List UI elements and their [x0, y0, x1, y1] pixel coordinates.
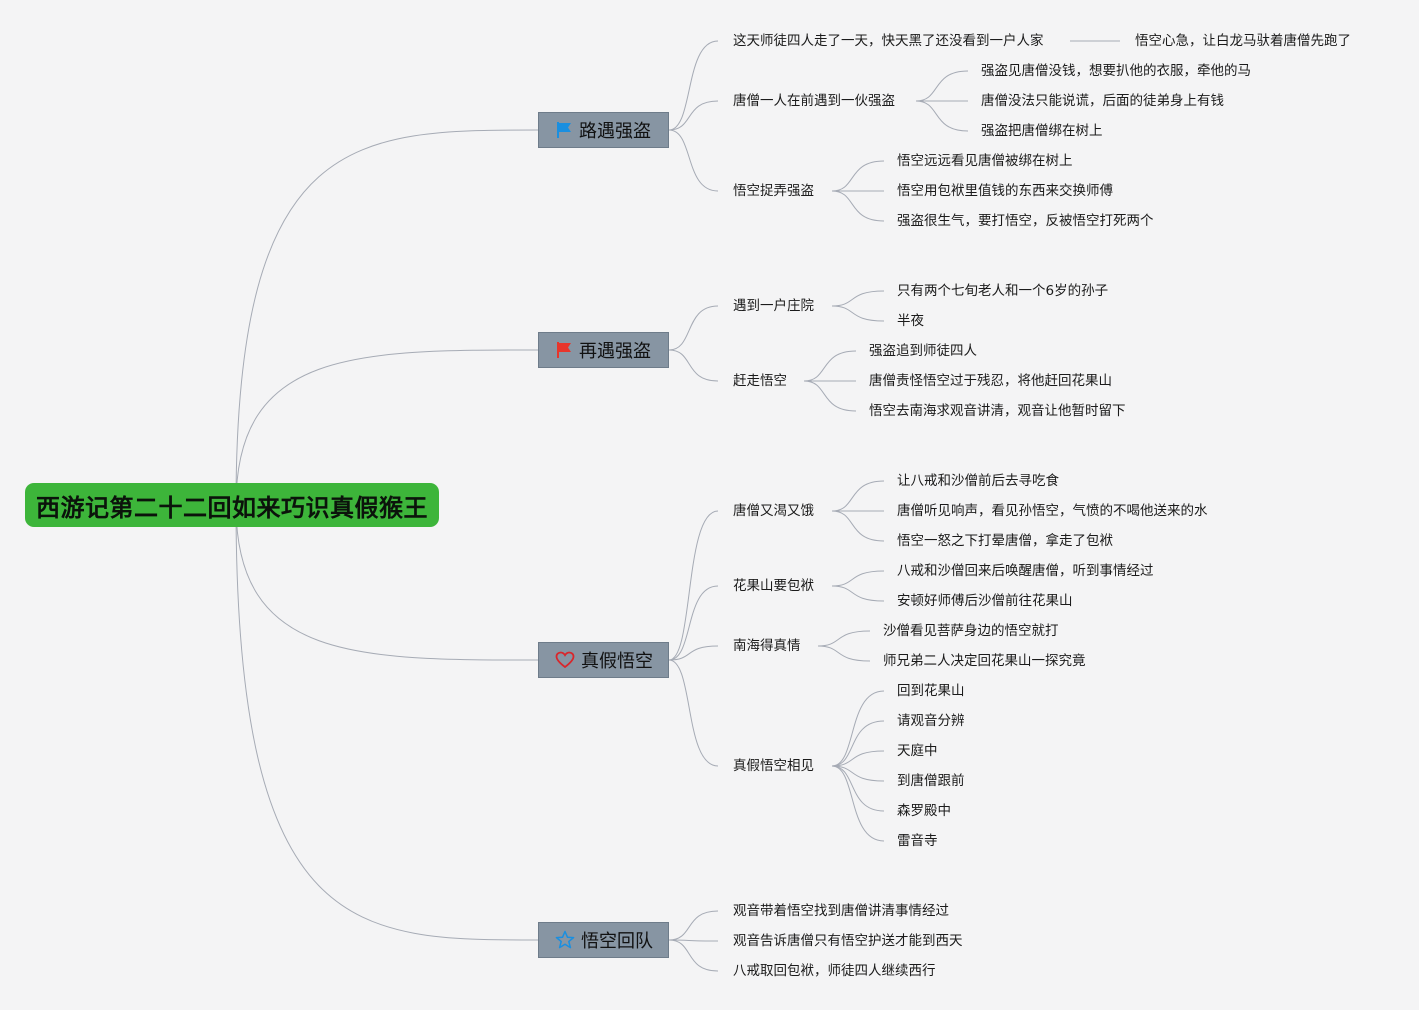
branch-link: [668, 305, 719, 351]
leaf-topic[interactable]: 唐僧听见响声，看见孙悟空，气愤的不喝他送来的水: [897, 503, 1208, 519]
branch-topic-robbers-again[interactable]: 再遇强盗: [538, 332, 669, 368]
branch-link: [831, 160, 885, 192]
leaf-topic[interactable]: 悟空远远看见唐僧被绑在树上: [897, 153, 1073, 169]
branch-link: [831, 570, 885, 587]
root-title: 西游记第二十二回如来巧识真假猴王: [36, 493, 428, 522]
leaf-topic[interactable]: 悟空心急，让白龙马驮着唐僧先跑了: [1135, 33, 1351, 49]
branch-topic-true-false-wukong[interactable]: 真假悟空: [538, 642, 669, 678]
branch-link: [668, 349, 719, 382]
root-link: [235, 504, 539, 941]
branch-link: [803, 350, 857, 382]
leaf-topic[interactable]: 悟空去南海求观音讲清，观音让他暂时留下: [869, 403, 1126, 419]
branch-link: [668, 510, 719, 661]
branch-link: [668, 40, 719, 131]
branch-link: [831, 190, 885, 222]
leaf-topic[interactable]: 唐僧没法只能说谎，后面的徒弟身上有钱: [981, 93, 1224, 109]
branch-link: [831, 750, 885, 767]
branch-link: [831, 765, 885, 812]
branch-link: [668, 645, 719, 661]
subtopic[interactable]: 唐僧一人在前遇到一伙强盗: [733, 93, 895, 109]
leaf-topic[interactable]: 森罗殿中: [897, 803, 951, 819]
root-link: [235, 129, 539, 506]
leaf-topic[interactable]: 强盗见唐僧没钱，想要扒他的衣服，牵他的马: [981, 63, 1251, 79]
branch-link: [668, 100, 719, 131]
red-flag-icon: [557, 342, 571, 358]
leaf-topic[interactable]: 强盗很生气，要打悟空，反被悟空打死两个: [897, 213, 1154, 229]
root-topic[interactable]: 西游记第二十二回如来巧识真假猴王: [25, 483, 439, 527]
root-link: [235, 349, 539, 506]
leaf-topic[interactable]: 强盗把唐僧绑在树上: [981, 123, 1103, 139]
subtopic[interactable]: 真假悟空相见: [733, 758, 814, 774]
branch-topic-wukong-returns[interactable]: 悟空回队: [538, 922, 669, 958]
subtopic[interactable]: 遇到一户庄院: [733, 298, 814, 314]
root-link: [235, 504, 539, 661]
blue-flag-icon: [557, 122, 571, 138]
leaf-topic[interactable]: 雷音寺: [897, 833, 938, 849]
branch-label: 真假悟空: [581, 651, 653, 672]
branch-link: [817, 630, 871, 647]
leaf-topic[interactable]: 强盗追到师徒四人: [869, 343, 977, 359]
leaf-topic[interactable]: 回到花果山: [897, 683, 965, 699]
branch-label: 再遇强盗: [579, 341, 651, 362]
branch-link: [668, 659, 719, 767]
subtopic[interactable]: 花果山要包袱: [733, 578, 814, 594]
branch-link: [831, 480, 885, 512]
leaf-topic[interactable]: 八戒和沙僧回来后唤醒唐僧，听到事情经过: [897, 563, 1154, 579]
leaf-topic[interactable]: 到唐僧跟前: [897, 773, 965, 789]
branch-link: [831, 765, 885, 842]
leaf-topic[interactable]: 悟空用包袱里值钱的东西来交换师傅: [897, 183, 1113, 199]
subtopic[interactable]: 南海得真情: [733, 638, 801, 654]
leaf-topic[interactable]: 悟空一怒之下打晕唐僧，拿走了包袱: [897, 533, 1113, 549]
subtopic[interactable]: 观音带着悟空找到唐僧讲清事情经过: [733, 903, 949, 919]
heart-icon: [555, 651, 575, 669]
subtopic[interactable]: 赶走悟空: [733, 373, 787, 389]
branch-link: [831, 690, 885, 767]
subtopic[interactable]: 这天师徒四人走了一天，快天黑了还没看到一户人家: [733, 33, 1044, 49]
branch-link: [803, 380, 857, 412]
branch-label: 悟空回队: [581, 931, 653, 952]
leaf-topic[interactable]: 师兄弟二人决定回花果山一探究竟: [883, 653, 1086, 669]
subtopic[interactable]: 八戒取回包袱，师徒四人继续西行: [733, 963, 936, 979]
leaf-topic[interactable]: 请观音分辨: [897, 713, 965, 729]
star-icon: [555, 930, 575, 949]
branch-link: [831, 510, 885, 542]
branch-link: [831, 765, 885, 782]
branch-link: [668, 939, 719, 972]
branch-link: [817, 645, 871, 662]
branch-link: [668, 910, 719, 941]
leaf-topic[interactable]: 半夜: [897, 313, 924, 329]
leaf-topic[interactable]: 沙僧看见菩萨身边的悟空就打: [883, 623, 1059, 639]
branch-topic-road-robbers[interactable]: 路遇强盗: [538, 112, 669, 148]
leaf-topic[interactable]: 唐僧责怪悟空过于残忍，将他赶回花果山: [869, 373, 1112, 389]
branch-label: 路遇强盗: [579, 121, 651, 142]
branch-link: [668, 939, 719, 942]
branch-link: [668, 585, 719, 661]
leaf-topic[interactable]: 让八戒和沙僧前后去寻吃食: [897, 473, 1059, 489]
leaf-topic[interactable]: 安顿好师傅后沙僧前往花果山: [897, 593, 1073, 609]
subtopic[interactable]: 唐僧又渴又饿: [733, 503, 814, 519]
branch-link: [915, 70, 969, 102]
subtopic[interactable]: 观音告诉唐僧只有悟空护送才能到西天: [733, 933, 963, 949]
branch-link: [831, 585, 885, 602]
branch-link: [831, 305, 885, 322]
leaf-topic[interactable]: 天庭中: [897, 743, 938, 759]
branch-link: [831, 720, 885, 767]
branch-link: [668, 129, 719, 192]
subtopic[interactable]: 悟空捉弄强盗: [733, 183, 814, 199]
branch-link: [915, 100, 969, 132]
leaf-topic[interactable]: 只有两个七旬老人和一个6岁的孙子: [897, 283, 1109, 299]
branch-link: [831, 290, 885, 307]
